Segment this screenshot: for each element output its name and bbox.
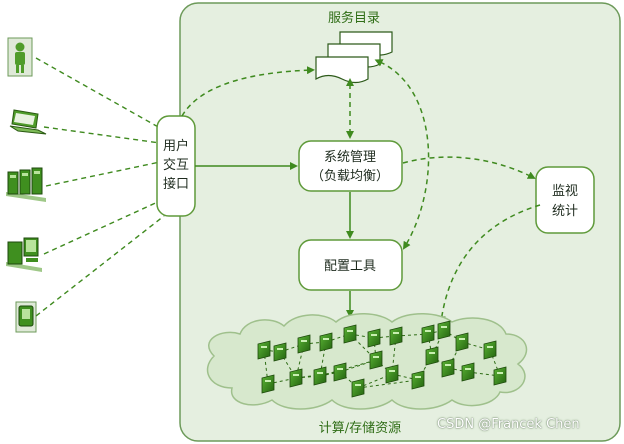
- monitor-node[interactable]: [535, 166, 595, 234]
- workstation-icon: [7, 37, 33, 77]
- server-icon: [257, 340, 271, 360]
- server-rack-icon: [6, 167, 46, 202]
- server-icon: [385, 364, 399, 384]
- system-management-label: 系统管理: [324, 150, 376, 165]
- server-icon: [261, 374, 275, 394]
- catalog-title: 服务目录: [328, 10, 380, 26]
- laptop-icon: [9, 109, 47, 135]
- server-icon: [389, 326, 403, 346]
- server-icon: [351, 378, 365, 398]
- user-interface-label-1: 用户: [163, 138, 189, 154]
- server-icon: [483, 340, 497, 360]
- server-icon: [493, 366, 507, 386]
- server-icon: [297, 334, 311, 354]
- client-links: [35, 57, 165, 317]
- flow-arrows: [195, 162, 354, 318]
- service-catalog-icon: [315, 31, 393, 84]
- desktop-pc-icon: [6, 237, 42, 272]
- server-icon: [289, 368, 303, 388]
- load-balancing-label: （负载均衡）: [311, 169, 389, 184]
- resource-servers: [257, 320, 507, 398]
- server-icon: [461, 362, 475, 382]
- resource-cloud: [206, 313, 528, 410]
- monitor-label-1: 监视: [552, 184, 578, 199]
- watermark: CSDN @Francek Chen: [437, 417, 580, 432]
- server-icon: [273, 342, 287, 362]
- pda-icon: [15, 301, 37, 333]
- server-icon: [425, 346, 439, 366]
- dashed-flow-arrows: [181, 59, 541, 324]
- resources-title: 计算/存储资源: [319, 421, 401, 436]
- server-icon: [313, 366, 327, 386]
- server-icon: [441, 358, 455, 378]
- server-icon: [343, 324, 357, 344]
- server-icon: [333, 362, 347, 382]
- server-icon: [421, 324, 435, 344]
- server-icon: [319, 332, 333, 352]
- user-interface-label-3: 接口: [163, 176, 189, 192]
- server-icon: [367, 328, 381, 348]
- config-tool-label: 配置工具: [324, 259, 376, 274]
- monitor-label-2: 统计: [552, 204, 578, 219]
- server-icon: [369, 350, 383, 370]
- user-interface-label-2: 交互: [163, 157, 189, 173]
- server-icon: [411, 370, 425, 390]
- config-tool-node[interactable]: [298, 239, 403, 291]
- server-icon: [437, 320, 451, 340]
- server-icon: [455, 332, 469, 352]
